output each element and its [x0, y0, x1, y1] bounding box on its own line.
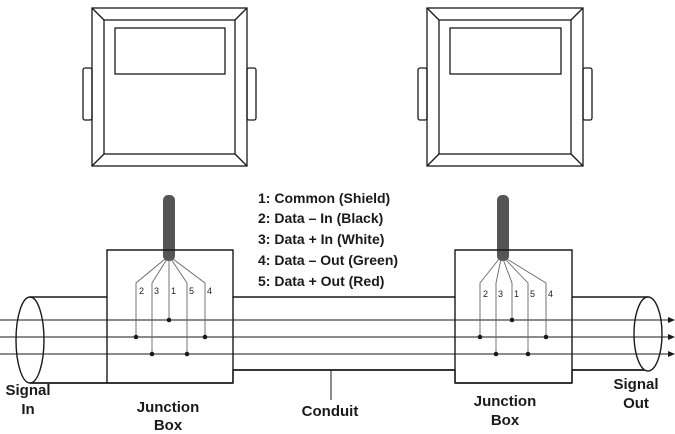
display-unit-right [417, 7, 593, 167]
signal-in-label: Signal In [5, 382, 50, 418]
pin-label: 4 [207, 286, 212, 296]
cable-left [163, 195, 175, 261]
display-screen-left [114, 27, 226, 75]
pin-label: 1 [514, 289, 519, 299]
legend-item: 4: Data – Out (Green) [258, 252, 398, 268]
pin-labels-left: 2 3 1 5 4 [139, 286, 212, 296]
pin-label: 5 [189, 286, 194, 296]
svg-text:Signal: Signal [5, 382, 50, 399]
legend-item: 1: Common (Shield) [258, 190, 390, 206]
svg-text:Box: Box [491, 412, 520, 429]
conduit-end-right [633, 296, 663, 372]
pin-label: 5 [530, 289, 535, 299]
wire-legend: 1: Common (Shield) 2: Data – In (Black) … [258, 190, 398, 289]
svg-text:Signal: Signal [613, 376, 658, 393]
junction-box-label-left: Junction Box [137, 399, 200, 434]
legend-item: 3: Data + In (White) [258, 231, 384, 247]
display-bezel-left [103, 19, 236, 155]
pin-label: 1 [171, 286, 176, 296]
junction-dots-right [477, 317, 549, 357]
conduit-label: Conduit [302, 403, 359, 420]
bracket-left-right [246, 67, 257, 121]
conduit-end-left [15, 296, 45, 384]
cable-right [497, 195, 509, 261]
legend-item: 2: Data – In (Black) [258, 210, 383, 226]
bracket-right-right [582, 67, 593, 121]
legend-item: 5: Data + Out (Red) [258, 273, 384, 289]
svg-text:Out: Out [623, 395, 649, 412]
bracket-right-left [417, 67, 428, 121]
signal-out-label: Signal Out [613, 376, 658, 412]
pin-label: 4 [548, 289, 553, 299]
pin-label: 3 [154, 286, 159, 296]
pin-label: 2 [139, 286, 144, 296]
display-screen-right [449, 27, 562, 75]
wire-arrows [668, 317, 675, 357]
pin-label: 2 [483, 289, 488, 299]
display-bezel-right [438, 19, 572, 155]
display-frame-right [426, 7, 584, 167]
svg-text:Junction: Junction [137, 399, 200, 416]
svg-text:Box: Box [154, 417, 183, 434]
junction-dots-left [133, 317, 208, 357]
junction-wiring-right [479, 258, 547, 354]
bracket-left-left [82, 67, 93, 121]
signal-wires [0, 319, 668, 355]
display-unit-left [82, 7, 257, 167]
svg-text:In: In [21, 401, 34, 418]
conduit-outline [30, 249, 648, 384]
svg-text:Junction: Junction [474, 393, 537, 410]
pin-label: 3 [498, 289, 503, 299]
junction-wiring-left [135, 258, 206, 354]
junction-box-label-right: Junction Box [474, 393, 537, 429]
pin-labels-right: 2 3 1 5 4 [483, 289, 553, 299]
display-frame-left [91, 7, 248, 167]
